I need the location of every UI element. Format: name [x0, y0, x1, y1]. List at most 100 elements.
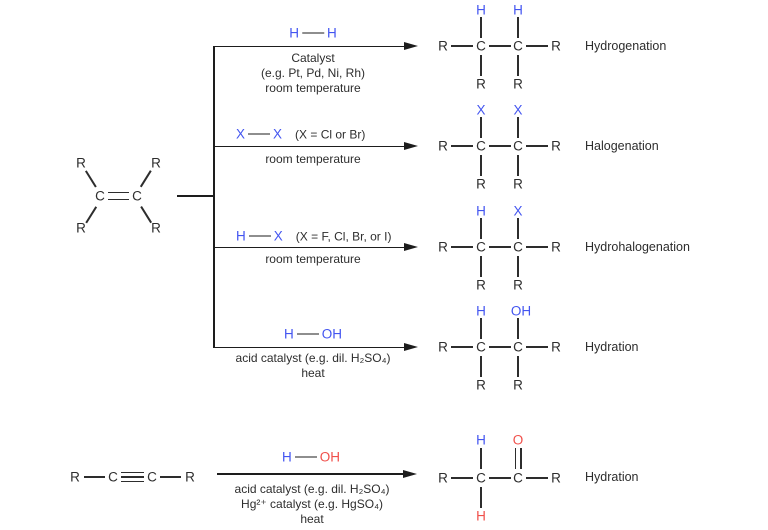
atom-R: R [70, 469, 80, 485]
atom-R: R [185, 469, 195, 485]
atom-R: R [76, 220, 86, 236]
atom-R: R [513, 76, 523, 92]
atom-X: X [513, 203, 523, 219]
bond-single [480, 17, 482, 38]
atom-H: H [327, 25, 337, 41]
atom-C: C [476, 239, 486, 255]
reaction-label: Hydration [585, 470, 639, 484]
bond-single [489, 346, 511, 348]
atom-O: O [512, 432, 524, 448]
bond-single [517, 218, 519, 239]
reagent-x2: X X (X = Cl or Br) [236, 127, 365, 142]
bond-single [526, 246, 548, 248]
condition-line: room temperature [265, 81, 361, 95]
reaction-arrow [214, 346, 405, 349]
condition-line: Hg²⁺ catalyst (e.g. HgSO₄) [241, 497, 383, 511]
bond-single [480, 55, 482, 76]
bond-single [451, 45, 473, 47]
arrowhead [404, 342, 418, 351]
atom-R: R [438, 339, 448, 355]
bond-single [517, 117, 519, 138]
bond-single [248, 133, 271, 135]
atom-R: R [151, 220, 161, 236]
bond-single [489, 145, 511, 147]
product-hydration-alkene: H OH R C C R R R [435, 301, 585, 393]
reagent-hoh-alkyne: H OH [282, 450, 340, 465]
atom-H: H [476, 508, 486, 524]
bond-single [451, 346, 473, 348]
atom-OH: OH [319, 449, 340, 465]
bond-single [526, 145, 548, 147]
atom-R: R [551, 138, 561, 154]
atom-C: C [95, 188, 105, 204]
reagent-note: (X = F, Cl, Br, or I) [295, 229, 392, 243]
arrowhead [404, 41, 418, 50]
bond-single [517, 155, 519, 176]
bond-single [489, 45, 511, 47]
condition-line: Catalyst [291, 51, 335, 65]
condition-line: heat [300, 512, 324, 526]
atom-H: H [513, 2, 523, 18]
reaction-label: Hydrohalogenation [585, 240, 690, 254]
bond-double-line [108, 191, 129, 194]
atom-H: H [476, 203, 486, 219]
bond-single [248, 235, 271, 237]
reaction-arrow [214, 145, 405, 148]
connector-line [177, 195, 215, 197]
atom-H: H [284, 326, 294, 342]
bond-single [160, 476, 181, 478]
atom-R: R [513, 277, 523, 293]
conditions-hydration-alkyne: acid catalyst (e.g. dil. H₂SO₄) Hg²⁺ cat… [235, 482, 390, 527]
atom-X: X [273, 126, 283, 142]
atom-R: R [476, 277, 486, 293]
reagent-note: (X = Cl or Br) [295, 127, 366, 141]
atom-H: H [282, 449, 292, 465]
atom-H: H [476, 303, 486, 319]
bond-triple-line [121, 480, 144, 483]
atom-R: R [476, 176, 486, 192]
product-hydrohalogenation: H X R C C R R R [435, 201, 585, 293]
atom-R: R [551, 470, 561, 486]
bond-single [517, 55, 519, 76]
bond-single [296, 333, 319, 335]
bond-single [480, 356, 482, 377]
product-hydration-alkyne: H O R C C R H [435, 432, 585, 524]
atom-C: C [513, 138, 523, 154]
reaction-label: Hydrogenation [585, 39, 667, 53]
atom-X: X [513, 102, 523, 118]
product-hydrogenation: H H R C C R R R [435, 0, 585, 92]
atom-C: C [513, 470, 523, 486]
atom-X: X [236, 126, 246, 142]
atom-C: C [513, 339, 523, 355]
bond-single [84, 476, 105, 478]
bond-single [517, 356, 519, 377]
atom-H: H [476, 432, 486, 448]
atom-R: R [438, 239, 448, 255]
atom-H: H [289, 25, 299, 41]
atom-R: R [513, 176, 523, 192]
reaction-label: Hydration [585, 340, 639, 354]
atom-C: C [476, 470, 486, 486]
atom-R: R [476, 377, 486, 393]
bond-single [517, 17, 519, 38]
bond-single [140, 170, 152, 188]
bond-double-line [520, 448, 522, 469]
condition-line: acid catalyst (e.g. dil. H₂SO₄) [235, 351, 391, 365]
conditions-hydrogenation: Catalyst (e.g. Pt, Pd, Ni, Rh) room temp… [261, 51, 365, 96]
atom-X: X [273, 228, 283, 244]
bond-single [526, 346, 548, 348]
condition-line: room temperature [265, 152, 361, 166]
bond-single [517, 256, 519, 277]
atom-R: R [438, 470, 448, 486]
atom-C: C [513, 239, 523, 255]
atom-C: C [476, 138, 486, 154]
reagent-h2: H H [289, 26, 337, 41]
bond-triple-line [121, 476, 144, 478]
bond-single [140, 206, 152, 224]
atom-H: H [236, 228, 246, 244]
reagent-hoh: H OH [284, 327, 342, 342]
condition-line: acid catalyst (e.g. dil. H₂SO₄) [234, 482, 390, 496]
atom-R: R [551, 38, 561, 54]
bond-double-line [108, 198, 129, 201]
atom-OH: OH [510, 303, 532, 319]
